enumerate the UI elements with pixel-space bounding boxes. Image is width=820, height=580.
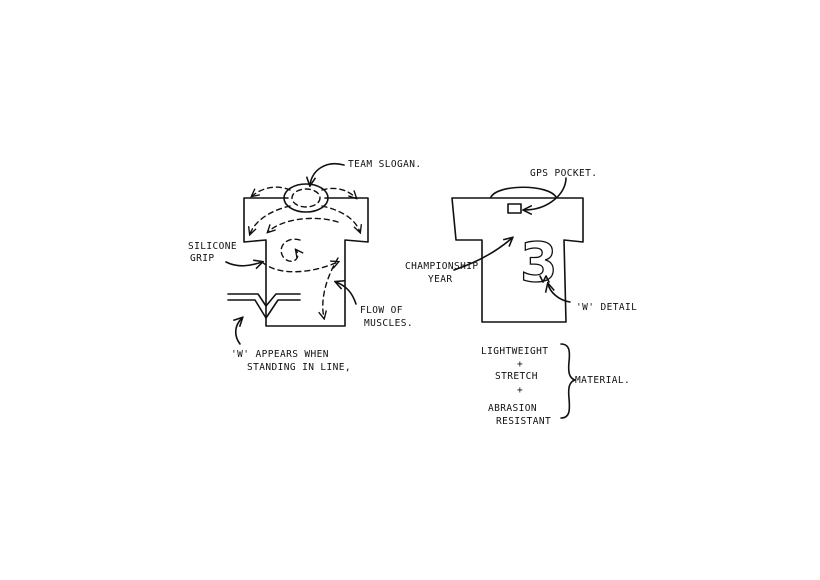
silicone-grip-pointer <box>225 262 262 266</box>
flow-of-muscles-label-line1: FLOW OF <box>360 305 403 316</box>
flow-arrow-down <box>323 257 339 318</box>
championship-pointer <box>453 238 512 271</box>
material-item-resistant: RESISTANT <box>496 416 551 427</box>
material-plus-2: + <box>517 385 523 396</box>
jersey-number: 3 <box>520 231 558 294</box>
flow-arrow-belly <box>261 262 338 273</box>
front-shirt: TEAM SLOGAN. SILICONE GRIP FLOW OF MUSCL… <box>188 159 421 373</box>
team-slogan-pointer <box>310 163 345 185</box>
flow-of-muscles-label-line2: MUSCLES. <box>364 318 413 329</box>
flow-arrow-chest <box>268 217 339 232</box>
w-detail-label: 'W' DETAIL <box>576 302 637 313</box>
back-shirt: 3 GPS POCKET. CHAMPIONSHIP YEAR 'W' DETA… <box>405 168 637 323</box>
championship-label-line1: CHAMPIONSHIP <box>405 261 478 272</box>
team-slogan-area <box>291 188 321 208</box>
material-item-abrasion: ABRASION <box>488 403 537 414</box>
material-item-stretch: STRETCH <box>495 371 538 382</box>
material-list: LIGHTWEIGHT + STRETCH + ABRASION RESISTA… <box>481 343 630 427</box>
flow-arrow-right-shoulder <box>321 205 360 232</box>
front-shirt-outline <box>243 197 369 327</box>
w-line-top <box>227 293 301 307</box>
material-plus-1: + <box>517 359 523 370</box>
silicone-grip-label-line2: GRIP <box>190 253 214 264</box>
back-shirt-outline <box>451 197 584 323</box>
w-detail-stitch <box>539 275 550 283</box>
w-note-label-line2: STANDING IN LINE, <box>247 362 351 373</box>
gps-pocket-label: GPS POCKET. <box>530 168 597 179</box>
material-label: MATERIAL. <box>575 375 630 386</box>
w-line-bottom <box>227 299 301 319</box>
back-collar <box>490 186 557 198</box>
material-brace <box>560 343 576 419</box>
flow-arrow-swirl <box>280 238 300 262</box>
silicone-grip-label-line1: SILICONE <box>188 241 237 252</box>
w-note-pointer <box>236 318 242 345</box>
material-item-lightweight: LIGHTWEIGHT <box>481 346 548 357</box>
front-collar <box>283 183 329 213</box>
championship-label-line2: YEAR <box>428 274 452 285</box>
gps-pocket <box>507 203 522 214</box>
flow-arrow-top-left <box>252 186 291 196</box>
w-detail-pointer <box>548 284 571 303</box>
gps-pocket-pointer <box>524 177 567 210</box>
w-note-label-line1: 'W' APPEARS WHEN <box>231 349 329 360</box>
flow-of-muscles-pointer <box>336 282 357 305</box>
flow-arrow-top-right <box>321 187 356 198</box>
flow-arrow-left-shoulder <box>250 205 291 234</box>
team-slogan-label: TEAM SLOGAN. <box>348 159 421 170</box>
